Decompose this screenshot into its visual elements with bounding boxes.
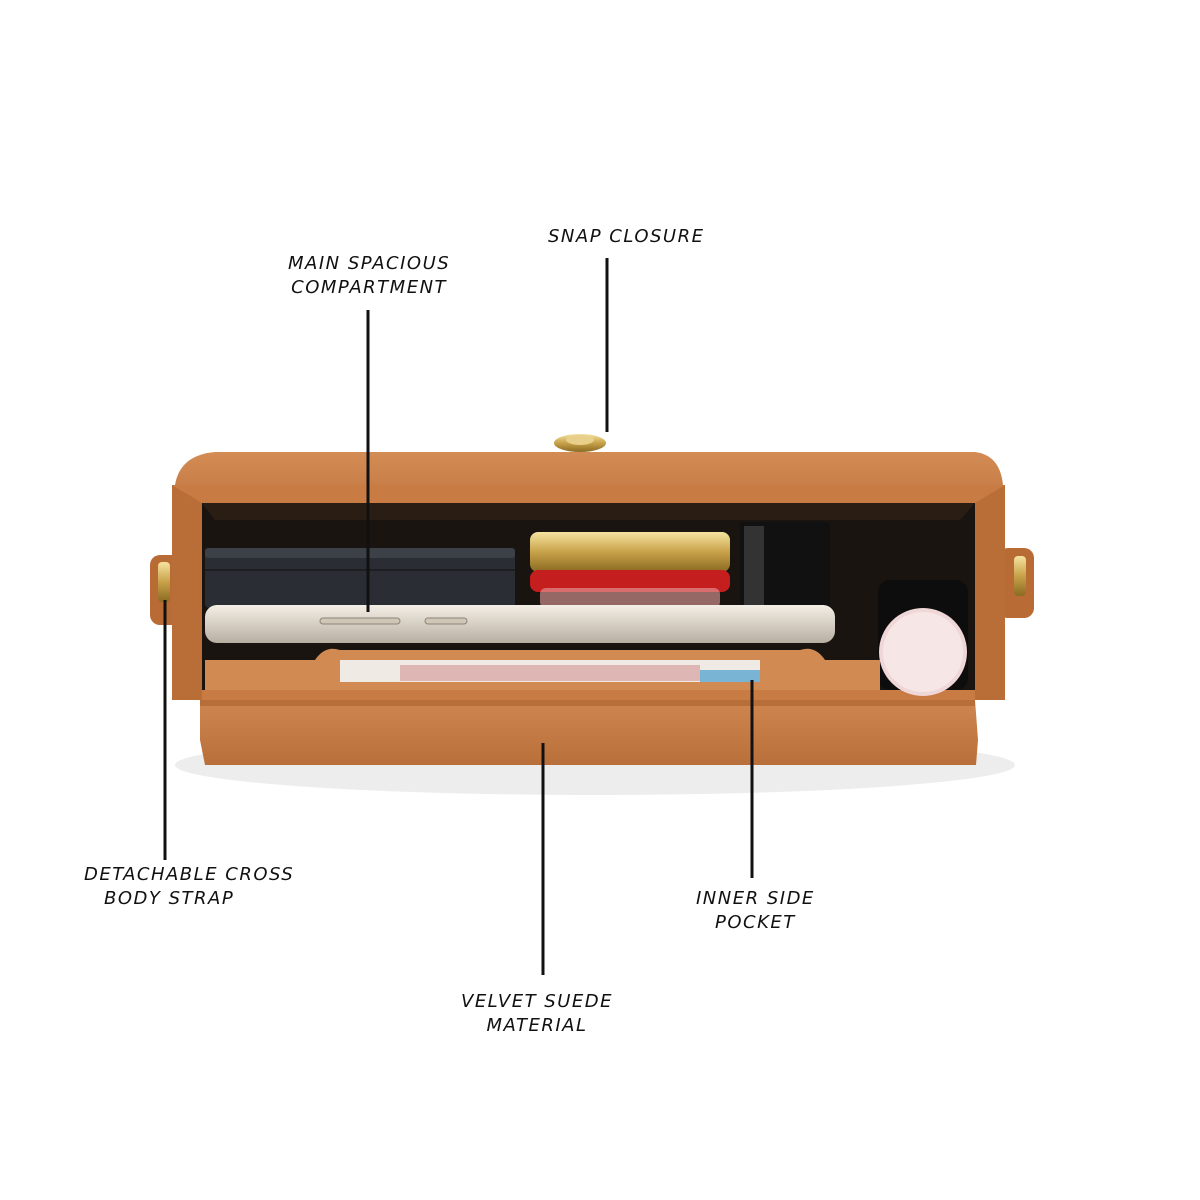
strap-loop-right (998, 548, 1034, 618)
compact-case (205, 548, 515, 608)
callout-cross-body-strap: DETACHABLE CROSS BODY STRAP (84, 863, 294, 911)
lipstick-pink (878, 580, 968, 696)
callout-snap-closure: SNAP CLOSURE (548, 225, 704, 249)
callout-line: COMPARTMENT (291, 277, 448, 298)
callout-line: BODY STRAP (104, 888, 235, 909)
callout-inner-side-pocket: INNER SIDE POCKET (696, 887, 815, 935)
inner-pocket (205, 648, 880, 690)
callout-line: POCKET (715, 912, 796, 933)
lipstick-black (740, 522, 830, 612)
bag-front-panel (200, 700, 978, 765)
callout-line: MAIN SPACIOUS (288, 253, 451, 274)
callout-line: VELVET SUEDE (461, 991, 614, 1012)
cosmetic-jar (530, 532, 730, 608)
callout-velvet-suede: VELVET SUEDE MATERIAL (461, 990, 613, 1038)
snap-button (554, 434, 606, 452)
callout-line: INNER SIDE (696, 888, 815, 909)
callout-line: DETACHABLE CROSS (84, 864, 295, 885)
callout-main-compartment: MAIN SPACIOUS COMPARTMENT (288, 252, 450, 300)
callout-line: SNAP CLOSURE (548, 226, 705, 247)
callout-line: MATERIAL (486, 1015, 588, 1036)
smartphone (205, 605, 835, 643)
